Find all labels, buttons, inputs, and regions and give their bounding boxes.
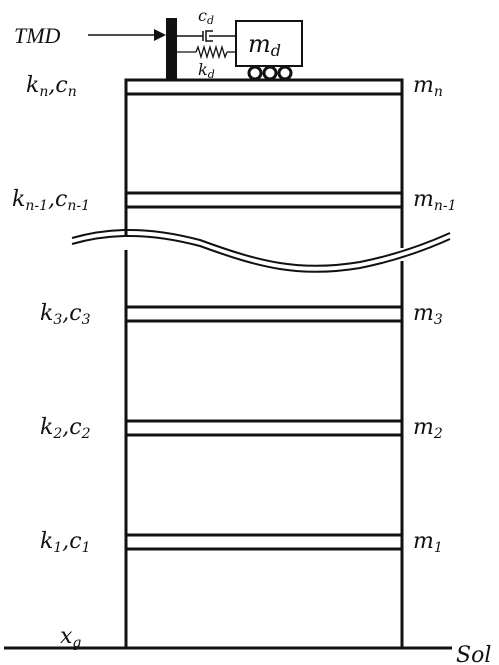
- slab-n: [124, 78, 404, 96]
- slab-3: [124, 305, 404, 323]
- tmd-mass-label: md: [248, 30, 281, 60]
- ground-label: Sol: [456, 643, 491, 665]
- floor-1-mass-label: m1: [413, 529, 443, 556]
- tmd-spring: [177, 44, 236, 60]
- tmd-assembly: [88, 18, 303, 81]
- floor-n-1-stiffness-label: kn-1,cn-1: [12, 187, 90, 214]
- tmd-mass-box: [235, 20, 303, 67]
- floor-slabs: [124, 78, 404, 551]
- floor-3-stiffness-label: k3,c3: [40, 301, 91, 328]
- slab-2: [124, 419, 404, 437]
- ground-excitation-label: xg: [60, 624, 81, 651]
- break-lines: [71, 229, 451, 273]
- floor-1-stiffness-label: k1,c1: [40, 529, 91, 556]
- floor-n-1-mass-label: mn-1: [413, 187, 457, 214]
- building-columns: [124, 80, 404, 648]
- tmd-label: TMD: [14, 23, 61, 48]
- slab-1: [124, 533, 404, 551]
- floor-n-stiffness-label: kn,cn: [26, 73, 77, 100]
- slab-n-1: [124, 191, 404, 209]
- tmd-pointer-arrow: [154, 29, 166, 41]
- tmd-support-post: [166, 18, 177, 80]
- floor-2-mass-label: m2: [413, 415, 443, 442]
- tmd-wheel: [277, 65, 293, 81]
- tmd-damper: [177, 30, 236, 42]
- floor-3-mass-label: m3: [413, 301, 443, 328]
- tmd-wheel: [247, 65, 263, 81]
- tmd-damper-label: cd: [198, 6, 214, 27]
- tmd-wheels: [247, 65, 293, 81]
- floor-2-stiffness-label: k2,c2: [40, 415, 91, 442]
- floor-n-mass-label: mn: [413, 73, 443, 100]
- tmd-wheel: [262, 65, 278, 81]
- tmd-spring-label: kd: [198, 60, 215, 81]
